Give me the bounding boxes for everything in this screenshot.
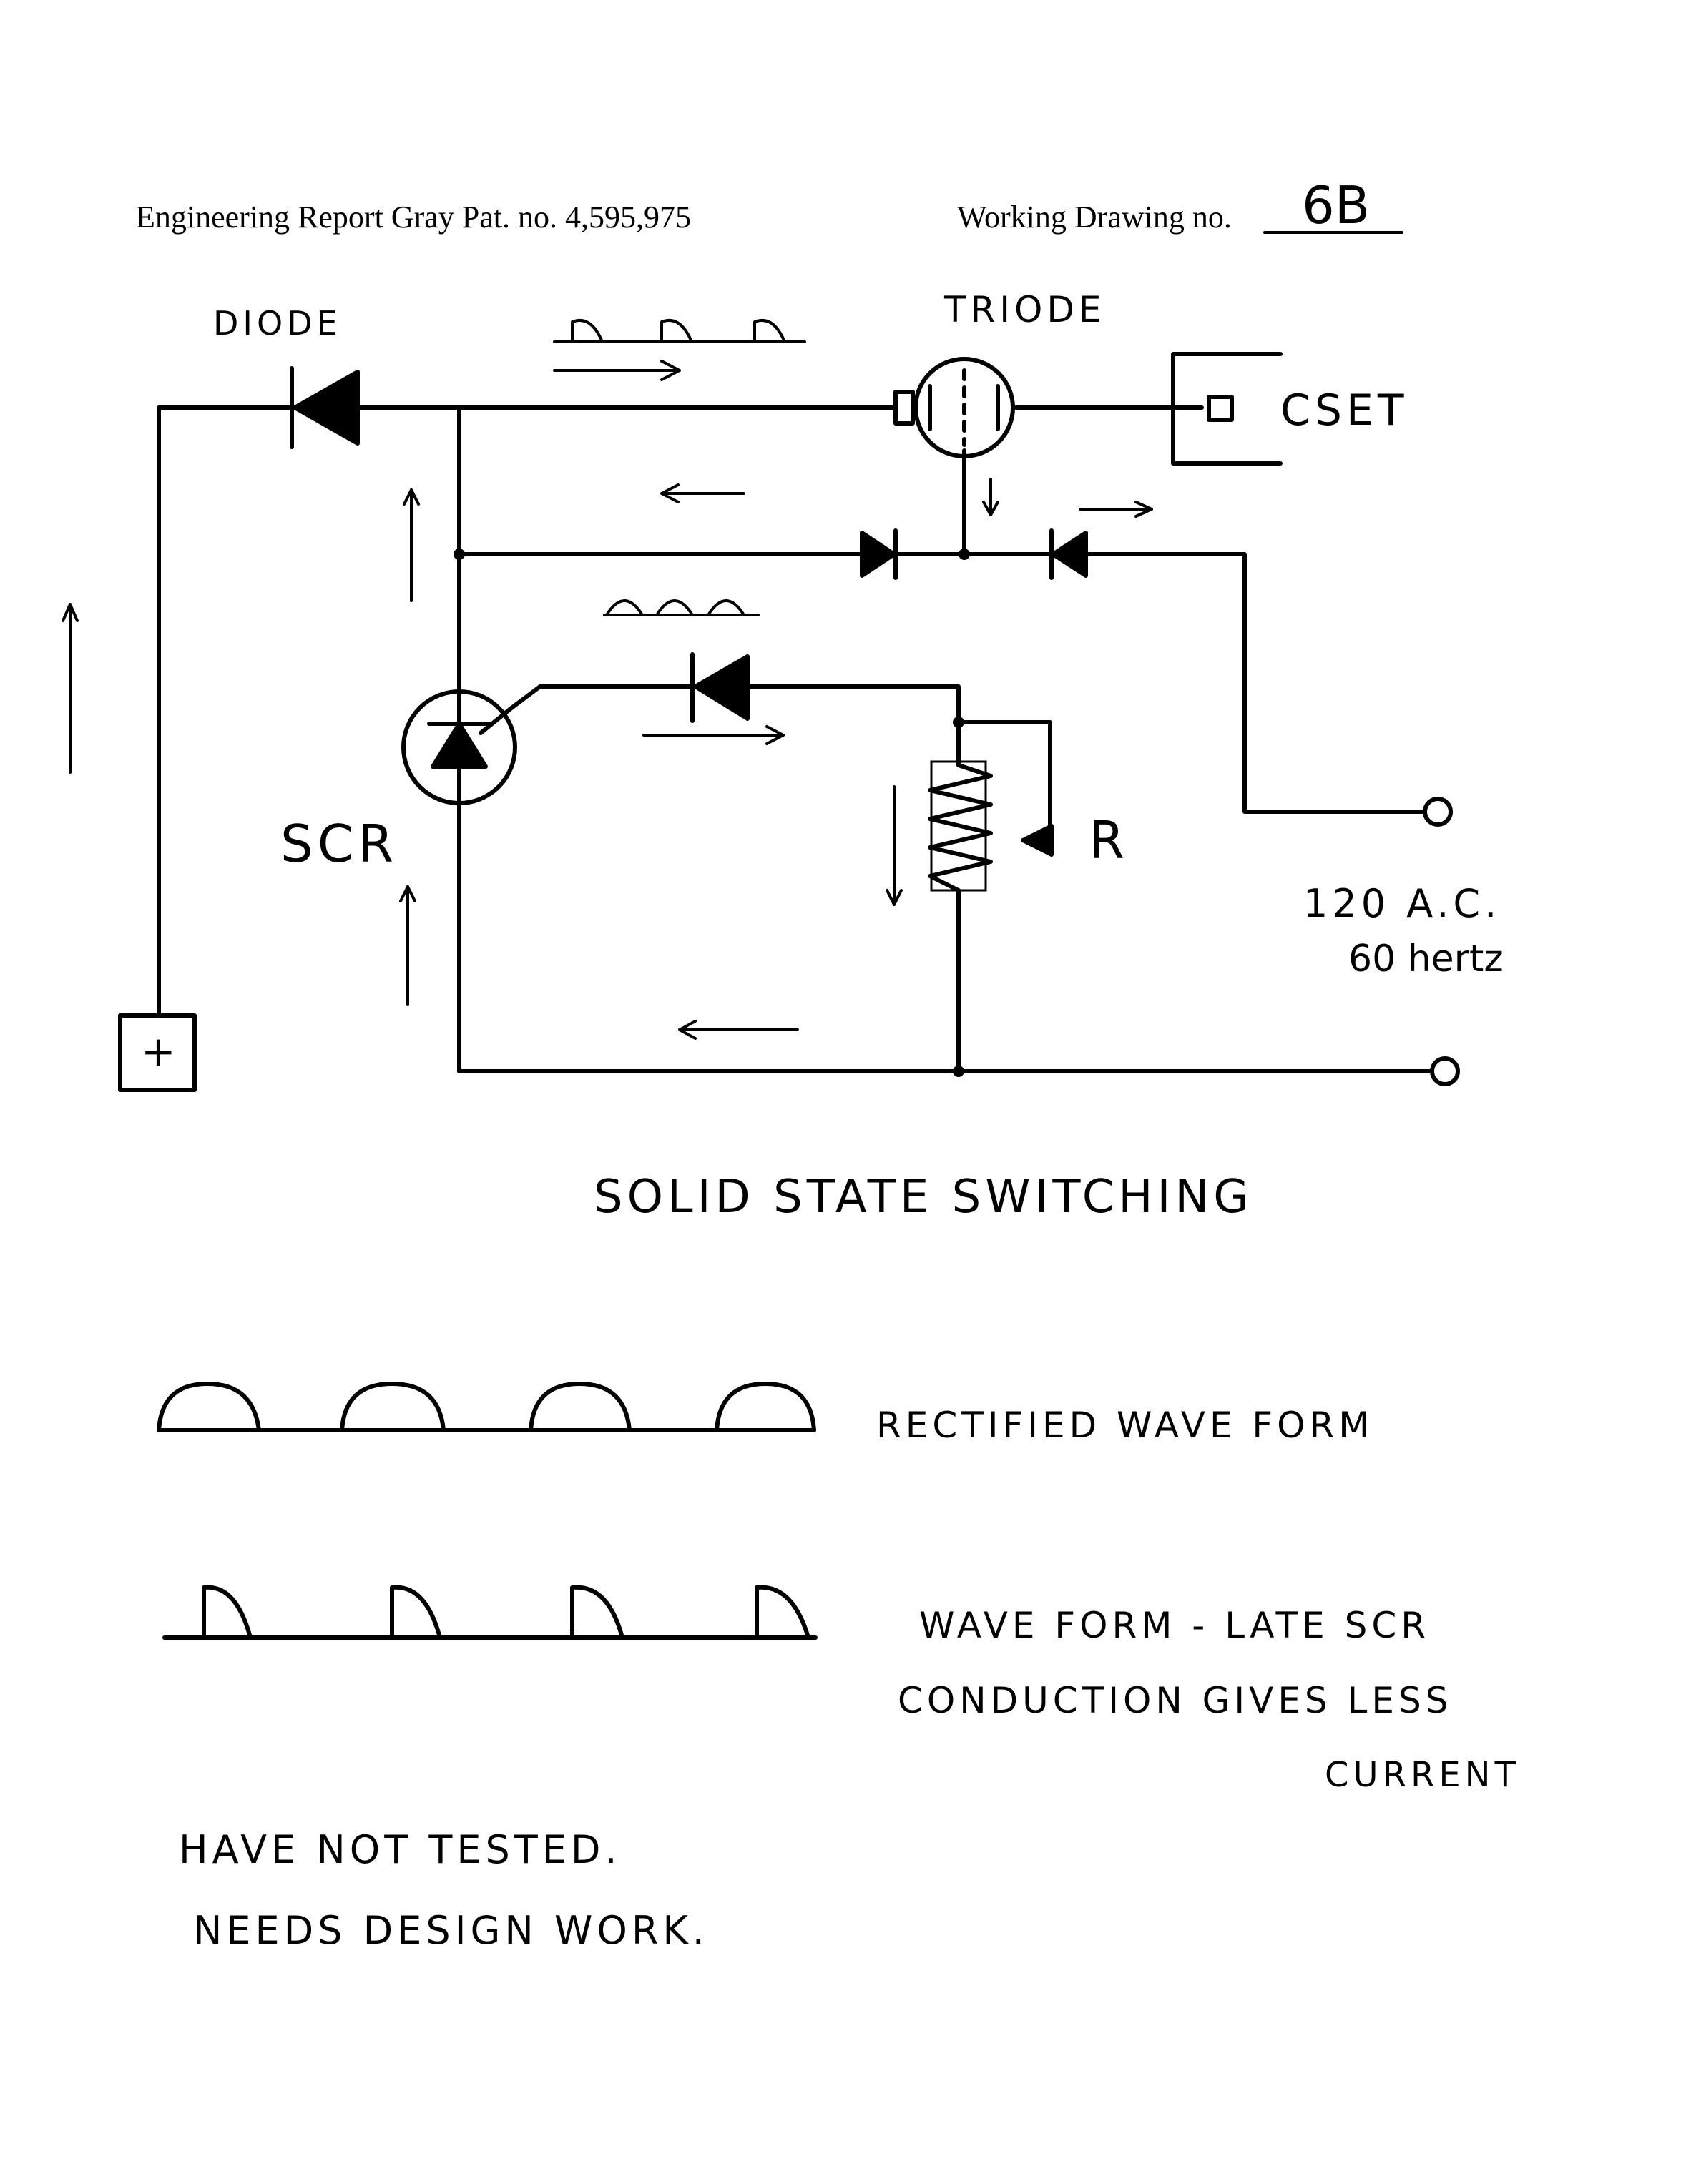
flow-arrow-left-up (62, 603, 79, 774)
triode-label: TRIODE (943, 289, 1105, 330)
scr-label: SCR (280, 814, 398, 874)
middle-left-diode-symbol (860, 528, 898, 580)
supply-voltage: 120 A.C. (1303, 881, 1501, 926)
junction-dot (953, 1066, 964, 1077)
resistor-label: R (1089, 810, 1129, 870)
middle-wire (457, 552, 1426, 814)
flow-arrow-scr-up-lower (399, 885, 416, 1006)
rectified-waveform (157, 1382, 816, 1432)
late-scr-wave-sketch (553, 319, 806, 343)
gate-diode-symbol (690, 652, 750, 723)
flow-arrow-triode-down (982, 478, 999, 516)
battery-plus: + (141, 1027, 176, 1076)
note-needs-design: NEEDS DESIGN WORK. (193, 1908, 709, 1953)
rectified-waveform-label: RECTIFIED WAVE FORM (876, 1405, 1373, 1446)
resistor-symbol (928, 720, 1054, 892)
late-scr-label-line2: CONDUCTION GIVES LESS (898, 1680, 1452, 1721)
note-not-tested: HAVE NOT TESTED. (179, 1827, 622, 1872)
late-scr-waveform (162, 1585, 818, 1640)
middle-right-diode-symbol (1049, 528, 1088, 580)
cset-label: CSET (1280, 385, 1408, 436)
flow-arrow-middle-left (660, 483, 745, 503)
drawing-number: 6B (1302, 175, 1370, 235)
ac-terminal-top (1423, 797, 1453, 827)
cset-symbol (1171, 352, 1283, 466)
flow-arrow-resistor-down (886, 785, 903, 906)
diagram-title: SOLID STATE SWITCHING (594, 1171, 1253, 1224)
triode-symbol (893, 357, 1015, 458)
main-diode-symbol (290, 366, 360, 449)
flow-arrow-gate (642, 725, 785, 745)
supply-frequency: 60 hertz (1348, 938, 1504, 980)
flow-arrow-scr-up-upper (403, 488, 420, 602)
top-wire (157, 405, 896, 1018)
diode-label: DIODE (213, 304, 342, 343)
rectified-wave-sketch (603, 599, 760, 616)
scr-symbol (401, 689, 517, 805)
drawing-number-label: Working Drawing no. (957, 200, 1232, 235)
junction-dot (959, 549, 970, 560)
flow-arrow-bottom (678, 1020, 799, 1040)
flow-arrow-top (553, 360, 681, 381)
junction-dot (454, 549, 465, 560)
ac-terminal-bottom (1430, 1056, 1460, 1086)
late-scr-label-line3: CURRENT (1325, 1755, 1520, 1795)
report-title: Engineering Report Gray Pat. no. 4,595,9… (136, 200, 691, 235)
battery-symbol (118, 1013, 197, 1092)
flow-arrow-middle-right (1079, 501, 1153, 518)
late-scr-label-line1: WAVE FORM - LATE SCR (919, 1605, 1430, 1646)
